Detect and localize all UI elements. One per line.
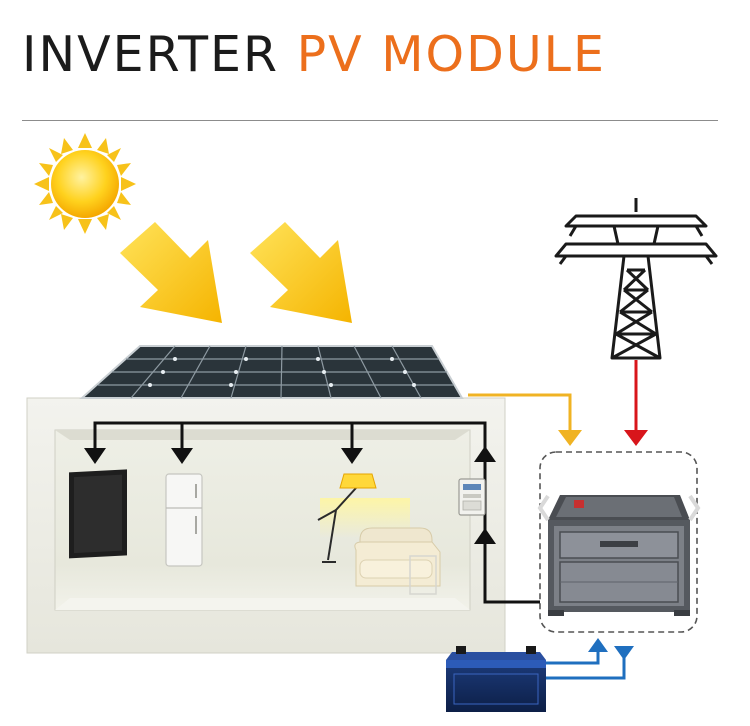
load-flow-line — [84, 421, 540, 604]
sunlight-arrow-icon — [250, 222, 352, 323]
solar-panel-icon — [79, 345, 464, 399]
sun-icon — [34, 133, 136, 234]
electric-meter-icon — [458, 478, 486, 516]
sunlight-arrow-icon — [120, 222, 222, 323]
inverter-icon — [537, 494, 701, 616]
refrigerator-icon — [165, 473, 203, 567]
title-divider — [22, 120, 718, 121]
solar-flow-line — [468, 393, 582, 446]
battery-flow-line — [545, 638, 634, 680]
sofa-icon — [354, 527, 441, 595]
title-pv-module: PV MODULE — [296, 26, 606, 83]
grid-flow-line — [624, 360, 648, 446]
page-title: INVERTER PV MODULE — [22, 30, 606, 79]
title-inverter: INVERTER — [22, 26, 280, 83]
tv-icon — [69, 469, 127, 559]
power-pylon-icon — [554, 198, 718, 360]
battery-icon — [446, 646, 546, 712]
